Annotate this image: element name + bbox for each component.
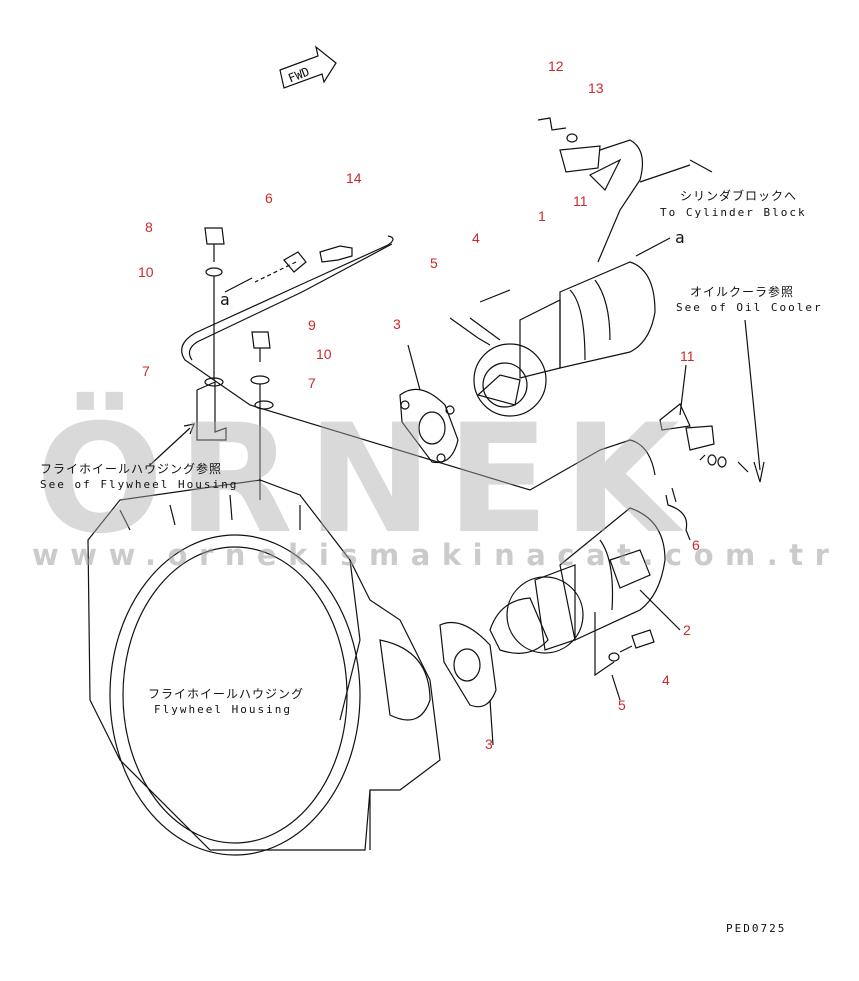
callout-number: 11 — [680, 348, 695, 364]
callout-number: 13 — [588, 80, 604, 96]
bolt-12 — [537, 117, 567, 131]
cylinder-block-jp: シリンダブロックへ — [680, 189, 798, 203]
callout-number: 9 — [308, 317, 316, 333]
starter-motor-lower — [489, 507, 666, 654]
nut-6-upper — [283, 251, 307, 273]
flywheel-housing — [87, 479, 441, 856]
arrow-a-lower — [224, 277, 253, 293]
cylinder-block-en: To Cylinder Block — [660, 206, 807, 219]
callout-number: 7 — [142, 363, 150, 379]
oil-cooler-jp: オイルクーラ参照 — [690, 285, 795, 299]
callout-number: 4 — [662, 672, 670, 688]
callout-number: 11 — [573, 193, 588, 209]
callout-number: 3 — [485, 736, 493, 752]
callout-number: 6 — [692, 537, 700, 553]
callout-number: 10 — [316, 346, 332, 362]
flywheel-ref-jp: フライホイールハウジング参照 — [40, 462, 223, 476]
watermark-logo: ÖRNEK — [36, 393, 694, 567]
callout-number: 8 — [145, 219, 153, 235]
callout-number: 5 — [618, 697, 626, 713]
callout-number: 7 — [308, 375, 316, 391]
flywheel-housing-en: Flywheel Housing — [154, 703, 292, 716]
drawing-code: PED0725 — [726, 922, 787, 935]
flywheel-ref-en: See of Flywheel Housing — [40, 478, 239, 491]
callout-number: 6 — [265, 190, 273, 206]
callout-number: 1 — [538, 208, 546, 224]
ref-a-lower: a — [220, 290, 230, 309]
callout-number: 14 — [346, 170, 362, 186]
bolt-9 — [251, 331, 271, 362]
fwd-arrow — [279, 45, 337, 89]
callout-number: 12 — [548, 58, 564, 74]
gasket-3-upper — [399, 388, 459, 464]
watermark-url: www.ornekismakinacat.com.tr — [32, 538, 841, 572]
bolt-8 — [204, 227, 225, 262]
callout-number: 10 — [138, 264, 154, 280]
arrow-cylinder-block — [689, 159, 713, 173]
callout-number: 3 — [393, 316, 401, 332]
arrow-a-upper — [635, 237, 671, 257]
callout-number: 5 — [430, 255, 438, 271]
bracket-7 — [196, 381, 227, 441]
bolt-4-lower — [631, 629, 655, 649]
gasket-3-lower — [439, 621, 497, 708]
arrow-oil-cooler — [744, 319, 761, 471]
callout-number: 4 — [472, 230, 480, 246]
ref-a-upper: a — [675, 228, 685, 247]
flywheel-housing-jp: フライホイールハウジング — [148, 687, 305, 701]
starter-motor-upper — [473, 261, 656, 417]
oil-cooler-en: See of Oil Cooler — [676, 301, 823, 314]
callout-number: 2 — [683, 622, 691, 638]
pipe-14 — [181, 235, 656, 491]
